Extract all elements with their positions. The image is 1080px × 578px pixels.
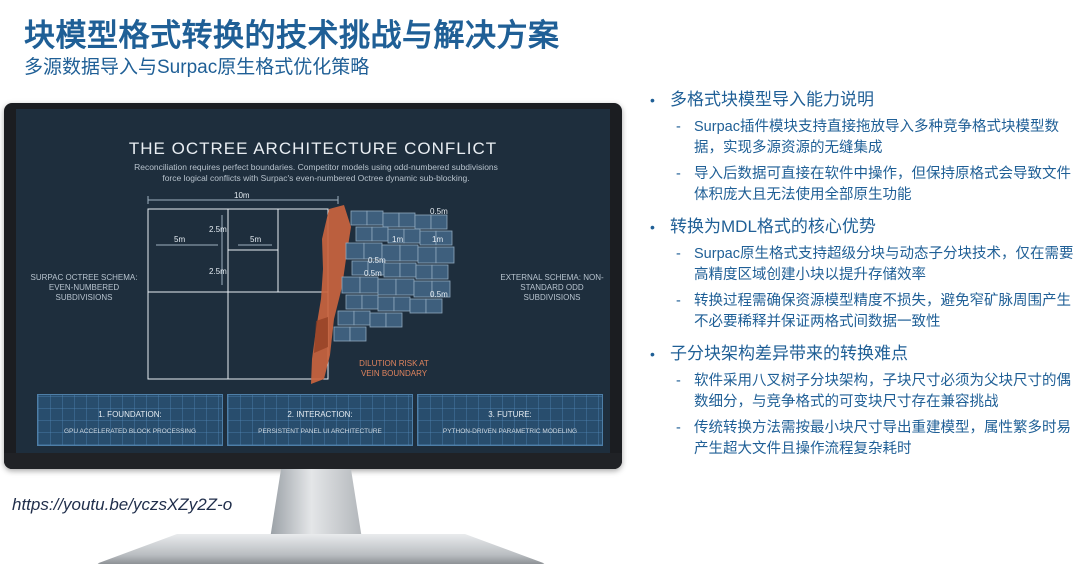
- slide-subtitle: 多源数据导入与Surpac原生格式优化策略: [24, 52, 369, 79]
- bullet-item-text: Surpac插件模块支持直接拖放导入多种竞争格式块模型数据，实现多源资源的无缝集…: [694, 119, 1059, 156]
- monitor-base: [96, 534, 546, 564]
- dim-5m-left: 5m: [174, 235, 185, 244]
- card-future: 3. FUTURE: PYTHON-DRIVEN PARAMETRIC MODE…: [417, 394, 603, 446]
- card-description: PERSISTENT PANEL UI ARCHITECTURE: [228, 428, 412, 435]
- card-title: 3. FUTURE:: [418, 410, 602, 419]
- bullet-heading: • 转换为MDL格式的核心优势: [646, 215, 1074, 239]
- dim-1m-left: 1m: [392, 235, 403, 244]
- bullet-item-text: Surpac原生格式支持超级分块与动态子分块技术，仅在需要高精度区域创建小块以提…: [694, 246, 1073, 283]
- dim-10m: 10m: [234, 191, 250, 200]
- dash-icon: -: [676, 371, 681, 392]
- bullet-dot-icon: •: [650, 88, 655, 112]
- dim-2-5m-top: 2.5m: [209, 225, 227, 234]
- dim-2-5m-mid: 2.5m: [209, 267, 227, 276]
- dash-icon: -: [676, 244, 681, 265]
- bullet-heading-text: 转换为MDL格式的核心优势: [670, 217, 876, 236]
- dash-icon: -: [676, 418, 681, 439]
- bullet-item: -Surpac原生格式支持超级分块与动态子分块技术，仅在需要高精度区域创建小块以…: [646, 244, 1074, 286]
- vein-boundary: [311, 205, 351, 384]
- dim-0-5m-mid2: 0.5m: [364, 269, 382, 278]
- bullet-item-text: 软件采用八叉树子分块架构，子块尺寸必须为父块尺寸的偶数细分，与竞争格式的可变块尺…: [694, 373, 1071, 410]
- bullet-item: -导入后数据可直接在软件中操作，但保持原格式会导致文件体积庞大且无法使用全部原生…: [646, 164, 1074, 206]
- video-link[interactable]: https://youtu.be/yczsXZy2Z-o: [12, 495, 232, 515]
- card-title: 1. FOUNDATION:: [38, 410, 222, 419]
- bullet-dot-icon: •: [650, 215, 655, 239]
- card-interaction: 2. INTERACTION: PERSISTENT PANEL UI ARCH…: [227, 394, 413, 446]
- bullet-dot-icon: •: [650, 342, 655, 366]
- external-blocks: [334, 211, 454, 341]
- bullet-item: -软件采用八叉树子分块架构，子块尺寸必须为父块尺寸的偶数细分，与竞争格式的可变块…: [646, 371, 1074, 413]
- dim-5m-right: 5m: [250, 235, 261, 244]
- bullet-list: •多格式块模型导入能力说明 -Surpac插件模块支持直接拖放导入多种竞争格式块…: [646, 86, 1074, 460]
- dilution-risk-label: DILUTION RISK AT VEIN BOUNDARY: [354, 359, 434, 379]
- card-description: GPU ACCELERATED BLOCK PROCESSING: [38, 428, 222, 435]
- bullet-heading-text: 多格式块模型导入能力说明: [670, 90, 874, 109]
- dash-icon: -: [676, 164, 681, 185]
- bullet-item: -转换过程需确保资源模型精度不损失，避免窄矿脉周围产生不必要稀释并保证两格式间数…: [646, 291, 1074, 333]
- dim-0-5m-bottom: 0.5m: [430, 290, 448, 299]
- dim-0-5m-top: 0.5m: [430, 207, 448, 216]
- card-foundation: 1. FOUNDATION: GPU ACCELERATED BLOCK PRO…: [37, 394, 223, 446]
- monitor-chin: [4, 453, 622, 469]
- bullet-item-text: 导入后数据可直接在软件中操作，但保持原格式会导致文件体积庞大且无法使用全部原生功…: [694, 166, 1071, 203]
- surpac-schema-label: SURPAC OCTREE SCHEMA: EVEN-NUMBERED SUBD…: [24, 273, 144, 303]
- dim-0-5m-mid1: 0.5m: [368, 256, 386, 265]
- card-title: 2. INTERACTION:: [228, 410, 412, 419]
- monitor-neck: [270, 469, 362, 539]
- external-schema-label: EXTERNAL SCHEMA: NON-STANDARD ODD SUBDIV…: [500, 273, 604, 303]
- bullet-item-text: 传统转换方法需按最小块尺寸导出重建模型，属性繁多时易产生超大文件且操作流程复杂耗…: [694, 420, 1071, 457]
- card-description: PYTHON-DRIVEN PARAMETRIC MODELING: [418, 428, 602, 435]
- dash-icon: -: [676, 291, 681, 312]
- dim-1m-right: 1m: [432, 235, 443, 244]
- monitor-screen: THE OCTREE ARCHITECTURE CONFLICT Reconci…: [16, 109, 610, 453]
- bullet-heading-text: 子分块架构差异带来的转换难点: [670, 344, 908, 363]
- bullet-item-text: 转换过程需确保资源模型精度不损失，避免窄矿脉周围产生不必要稀释并保证两格式间数据…: [694, 293, 1071, 330]
- bullet-heading: • 多格式块模型导入能力说明: [646, 88, 1074, 112]
- dash-icon: -: [676, 117, 681, 138]
- slide-title: 块模型格式转换的技术挑战与解决方案: [24, 10, 560, 55]
- bullet-item: -Surpac插件模块支持直接拖放导入多种竞争格式块模型数据，实现多源资源的无缝…: [646, 117, 1074, 159]
- bullet-item: -传统转换方法需按最小块尺寸导出重建模型，属性繁多时易产生超大文件且操作流程复杂…: [646, 418, 1074, 460]
- bullet-heading: • 子分块架构差异带来的转换难点: [646, 342, 1074, 366]
- monitor: THE OCTREE ARCHITECTURE CONFLICT Reconci…: [4, 103, 622, 469]
